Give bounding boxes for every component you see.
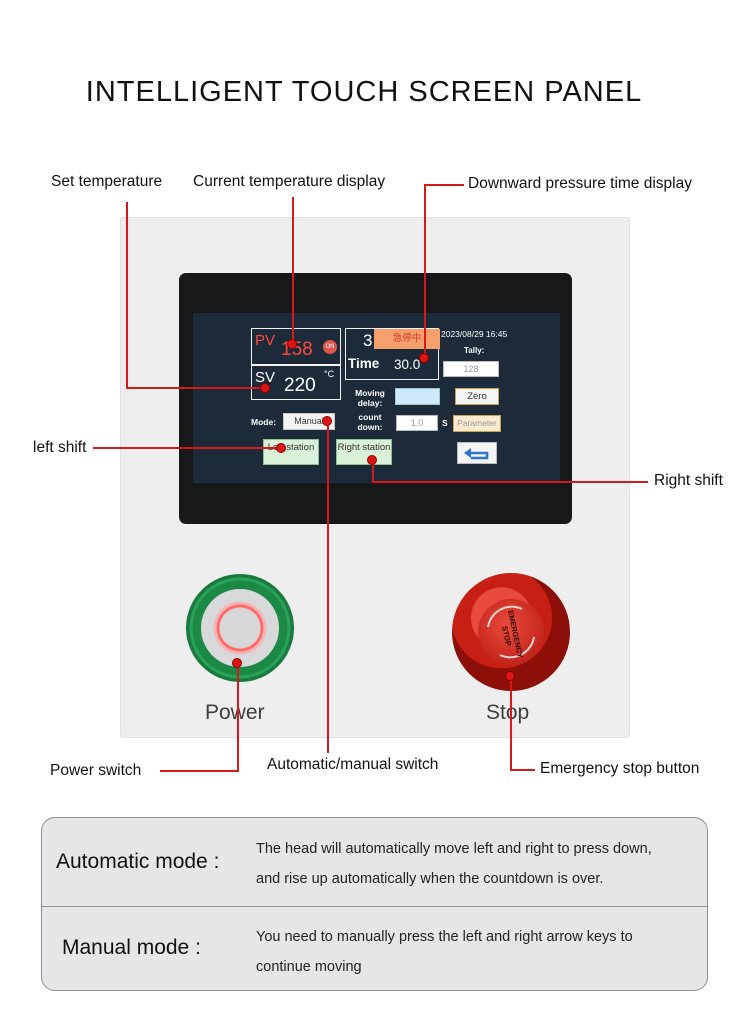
power-button-cap[interactable]: [201, 589, 279, 667]
callout-line: [292, 197, 294, 343]
callout-set-temperature: Set temperature: [51, 173, 163, 190]
callout-auto-manual-switch: Automatic/manual switch: [267, 756, 439, 773]
manual-mode-label: Manual mode :: [62, 936, 201, 959]
status-tag: 急停中: [374, 329, 440, 349]
heater-on-badge: ON: [323, 340, 337, 354]
time-label: Time: [348, 356, 380, 371]
sv-box: SV 220 °C: [251, 365, 341, 400]
moving-delay-label: Moving delay:: [355, 388, 385, 408]
rotate-arrows-icon: [487, 605, 535, 659]
callout-line: [510, 676, 512, 771]
callout-dot: [287, 339, 297, 349]
touchscreen-display[interactable]: PV 158 ON SV 220 °C 3 Time 30.0 急停中 2023…: [193, 313, 560, 483]
callout-line: [93, 447, 281, 449]
callout-dot: [419, 353, 429, 363]
mode-label: Mode:: [251, 417, 277, 427]
datetime: 2023/08/29 16:45: [441, 329, 508, 339]
table-divider: [42, 906, 707, 907]
mode-description-table: Automatic mode : The head will automatic…: [41, 817, 708, 991]
callout-line: [372, 481, 648, 483]
page-title: INTELLIGENT TOUCH SCREEN PANEL: [85, 76, 643, 108]
manual-mode-line-1: You need to manually press the left and …: [256, 929, 633, 945]
pv-label: PV: [255, 332, 276, 349]
callout-dot: [232, 658, 242, 668]
temp-unit: °C: [324, 369, 335, 379]
callout-downward-pressure: Downward pressure time display: [468, 175, 692, 192]
callout-line: [424, 184, 464, 186]
callout-line: [372, 459, 374, 483]
back-button[interactable]: [457, 442, 497, 464]
callout-emergency-stop: Emergency stop button: [540, 760, 700, 777]
count-down-label: count down:: [357, 412, 383, 432]
counter-digit: 3: [363, 331, 373, 350]
back-arrow-icon: [464, 448, 489, 460]
callout-dot: [322, 416, 332, 426]
manual-mode-description: You need to manually press the left and …: [256, 922, 633, 982]
callout-line: [160, 770, 239, 772]
stop-label: Stop: [486, 701, 530, 724]
parameter-button[interactable]: Parameter: [453, 415, 501, 432]
callout-right-shift: Right shift: [654, 472, 723, 489]
callout-dot: [276, 443, 286, 453]
automatic-mode-description: The head will automatically move left an…: [256, 834, 652, 894]
automatic-mode-label: Automatic mode :: [56, 850, 220, 873]
count-down-unit: S: [442, 418, 448, 428]
callout-line: [327, 420, 329, 753]
time-value: 30.0: [394, 357, 421, 372]
callout-line: [237, 663, 239, 772]
callout-dot: [260, 383, 270, 393]
time-box: 3 Time 30.0: [345, 328, 439, 380]
callout-line: [126, 202, 128, 389]
tally-label: Tally:: [464, 346, 485, 355]
count-down-field[interactable]: 1.0: [396, 415, 438, 431]
callout-power-switch: Power switch: [50, 762, 142, 779]
sv-label: SV: [255, 369, 276, 386]
callout-line: [424, 184, 426, 358]
moving-delay-field[interactable]: [395, 388, 440, 405]
manual-mode-line-2: continue moving: [256, 959, 362, 975]
callout-line: [510, 769, 535, 771]
callout-current-temperature: Current temperature display: [193, 173, 386, 190]
callout-line: [126, 387, 265, 389]
automatic-mode-line-1: The head will automatically move left an…: [256, 841, 652, 857]
power-label: Power: [205, 701, 265, 724]
tally-field: 128: [443, 361, 499, 377]
automatic-mode-line-2: and rise up automatically when the count…: [256, 871, 604, 887]
zero-button[interactable]: Zero: [455, 388, 499, 405]
callout-left-shift: left shift: [33, 439, 87, 456]
emergency-stop-cap[interactable]: EMERGENCY STOP: [478, 599, 544, 665]
callout-dot: [367, 455, 377, 465]
right-station-button[interactable]: Right station: [336, 439, 392, 465]
left-station-button[interactable]: Left station: [263, 439, 319, 465]
sv-value: 220: [284, 375, 316, 396]
callout-dot: [505, 671, 515, 681]
